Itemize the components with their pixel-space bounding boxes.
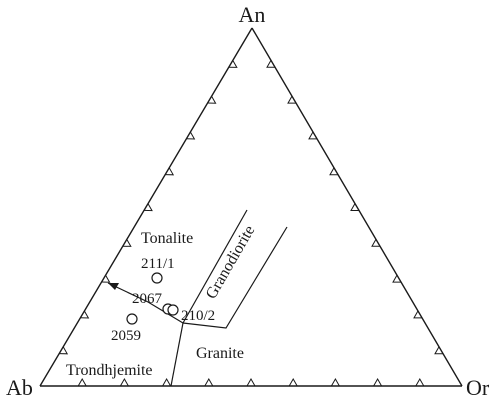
apex-label-ab: Ab: [6, 375, 33, 400]
field-label-trondhjemite: Trondhjemite: [66, 362, 153, 379]
sample-label-210-2: 210/2: [181, 308, 215, 324]
tick-marks: [59, 60, 443, 387]
tick-ab-an-6: [165, 167, 175, 176]
boundary-tonalite-trondhjemite: [107, 282, 184, 324]
tick-ab-or-2: [119, 377, 129, 387]
boundary-tonalite-granodiorite: [182, 209, 248, 324]
tick-an-or-4: [329, 167, 338, 176]
tick-ab-or-9: [415, 377, 425, 387]
tick-an-or-1: [266, 60, 275, 68]
tick-ab-an-5: [143, 203, 153, 212]
sample-points: [126, 272, 179, 325]
edge-an-or: [251, 27, 463, 387]
tick-ab-or-5: [246, 377, 256, 387]
tick-an-or-9: [434, 346, 443, 355]
tick-ab-or-4: [204, 377, 214, 387]
field-label-granite: Granite: [196, 345, 244, 362]
tick-an-or-7: [392, 274, 401, 283]
tick-ab-or-7: [330, 377, 340, 387]
tick-an-or-8: [413, 310, 422, 319]
tick-an-or-6: [371, 239, 380, 247]
tick-ab-an-4: [122, 239, 132, 247]
tick-an-or-3: [308, 131, 317, 140]
tick-ab-an-3: [101, 274, 111, 283]
sample-label-2067: 2067: [132, 291, 163, 307]
tick-an-or-2: [287, 95, 296, 104]
tick-ab-or-1: [77, 377, 87, 387]
tick-ab-or-6: [288, 377, 298, 387]
tick-ab-an-8: [207, 95, 217, 104]
field-boundaries: [107, 209, 288, 387]
sample-point-2059: [126, 313, 138, 325]
sample-label-2059: 2059: [111, 328, 141, 344]
tick-an-or-5: [350, 203, 359, 211]
apex-label-or: Or: [466, 375, 490, 400]
apex-label-an: An: [239, 2, 266, 27]
field-label-tonalite: Tonalite: [141, 230, 193, 247]
sample-point-210-2: [167, 304, 179, 316]
arrowhead: [108, 283, 119, 290]
tick-ab-an-7: [186, 131, 196, 140]
boundary-granodiorite-granite: [182, 226, 288, 329]
tick-ab-or-3: [162, 377, 172, 387]
sample-point-211-1: [151, 272, 163, 284]
tick-ab-or-8: [373, 377, 383, 387]
edge-ab-an: [39, 27, 253, 387]
boundary-trondhjemite-granite: [170, 322, 184, 387]
field-label-granodiorite: Granodiorite: [203, 223, 259, 302]
tick-ab-an-9: [228, 60, 238, 68]
tick-ab-an-1: [59, 346, 69, 355]
triangle-frame: [39, 27, 463, 387]
tick-ab-an-2: [80, 310, 90, 319]
sample-label-211-1: 211/1: [141, 256, 175, 272]
